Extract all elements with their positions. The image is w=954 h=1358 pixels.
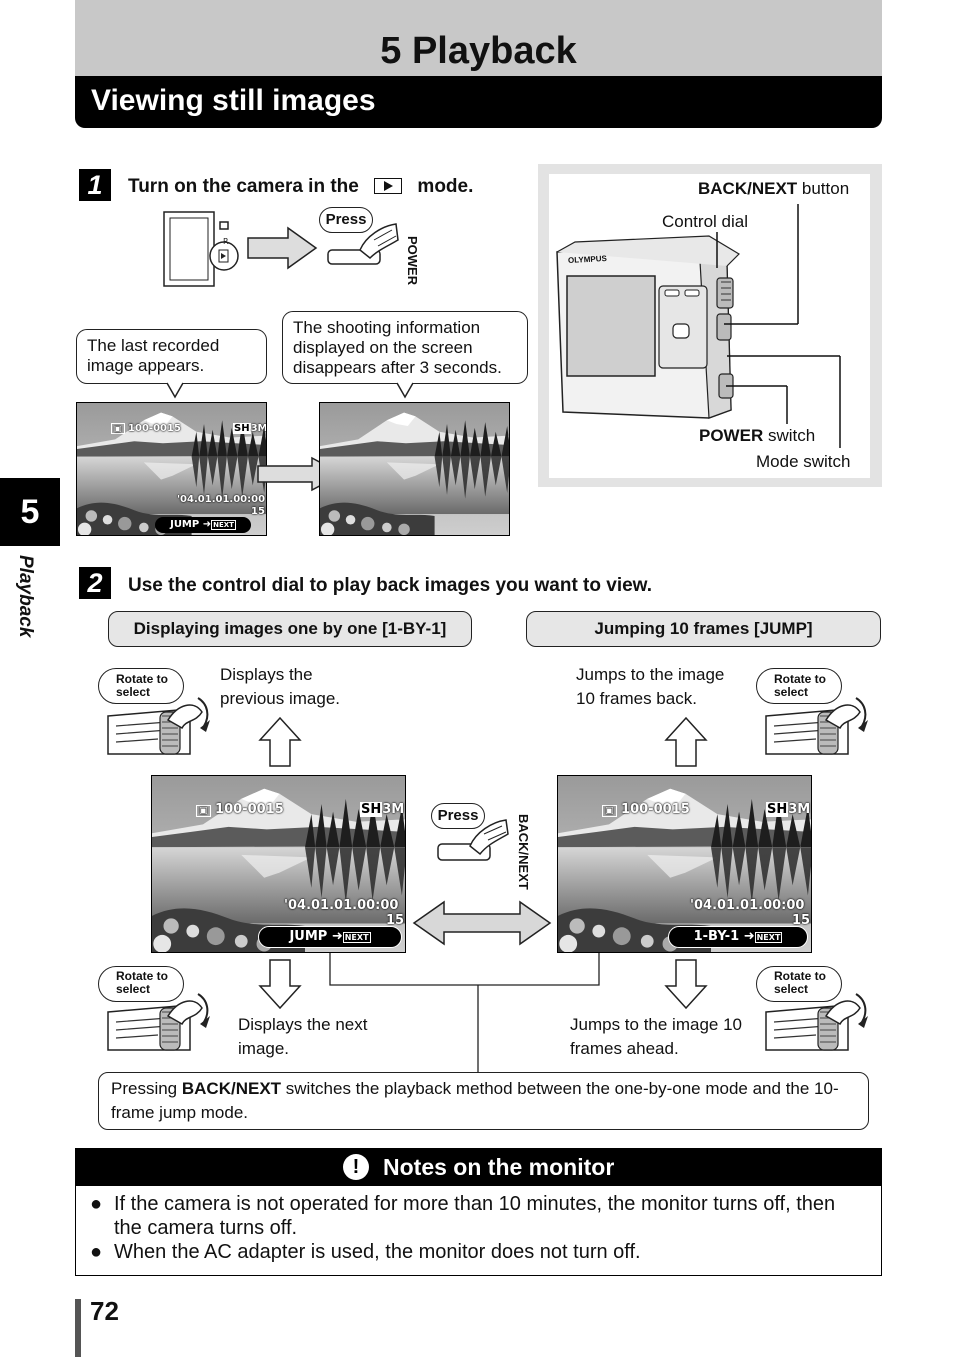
photo-without-info xyxy=(319,402,510,536)
callout-pointer xyxy=(166,382,184,399)
rotate-bubble xyxy=(756,966,842,1002)
osd-datetime: '04.01.01.00:00 xyxy=(177,494,266,505)
chapter-title: 5 Playback xyxy=(380,30,577,72)
desc-10-frames-ahead: Jumps to the image 10 frames ahead. xyxy=(570,1015,742,1058)
arrow-up-icon xyxy=(664,716,708,767)
desc-previous-image: Displays the previous image. xyxy=(220,665,341,708)
callout-pointer xyxy=(396,382,414,399)
osd-datetime: '04.01.01.00:00 xyxy=(690,898,805,913)
step-1-text-before: Turn on the camera in the xyxy=(128,176,359,197)
step-1-instruction: Turn on the camera in the mode. xyxy=(128,176,473,198)
notes-body xyxy=(75,1186,882,1276)
chapter-tab-label: Playback xyxy=(15,555,36,638)
bullet-icon: ● xyxy=(90,1193,103,1215)
press-label: Press xyxy=(431,803,485,829)
section-title: Viewing still images xyxy=(91,84,376,117)
back-next-press-illustration xyxy=(437,819,509,861)
notes-header xyxy=(75,1148,882,1186)
rotate-bubble xyxy=(98,668,184,704)
osd-size: 3M xyxy=(250,423,267,434)
osd-file-number: 100-0015 xyxy=(215,802,284,817)
osd-file-number: 100-0015 xyxy=(621,802,690,817)
osd-quality: SH xyxy=(360,802,383,817)
osd-frame-count: 15 xyxy=(386,913,405,928)
osd-size: 3M xyxy=(382,802,405,817)
osd-quality: SH xyxy=(233,423,251,434)
back-next-button-label: BACK/NEXT xyxy=(516,814,531,890)
osd-jump-label: JUMP xyxy=(289,929,328,944)
mode-jump-header: Jumping 10 frames [JUMP] xyxy=(526,611,881,647)
camera-illustration xyxy=(556,204,841,448)
playback-icon xyxy=(374,178,403,194)
control-dial-label: Control dial xyxy=(662,212,748,231)
osd-mode-label: 1-BY-1 xyxy=(693,929,740,944)
osd-next-label: NEXT xyxy=(342,932,371,943)
chapter-header-band xyxy=(75,0,882,76)
page-number-bar xyxy=(75,1299,81,1357)
back-next-note: Pressing BACK/NEXT switches the playback… xyxy=(98,1072,869,1130)
page-number: 72 xyxy=(90,1296,119,1326)
osd-next-label: NEXT xyxy=(211,520,236,530)
back-next-button-label: BACK/NEXT button xyxy=(698,179,850,198)
bullet-icon: ● xyxy=(90,1241,103,1263)
rotate-to-select-label: Rotate to select xyxy=(116,672,168,699)
osd-file-number: 100-0015 xyxy=(128,423,181,434)
screen-one-by-one-mode: ▣ 100-0015 SH3M '04.01.01.00:00 15 1-BY-… xyxy=(557,775,812,953)
arrow-down-icon xyxy=(664,959,708,1010)
power-on-illustration: R xyxy=(163,211,399,287)
connector-lines xyxy=(329,952,600,1072)
rotate-bubble xyxy=(98,966,184,1002)
press-label: Press xyxy=(319,207,373,233)
note-item: When the AC adapter is used, the monitor… xyxy=(114,1241,641,1263)
osd-frame-count: 15 xyxy=(251,506,265,517)
step-2-number: 2 xyxy=(79,567,111,599)
power-switch-label: POWER switch xyxy=(699,426,816,445)
osd-frame-count: 15 xyxy=(792,913,811,928)
osd-datetime: '04.01.01.00:00 xyxy=(284,898,399,913)
desc-10-frames-back: Jumps to the image 10 frames back. xyxy=(576,665,725,708)
callout-shooting-info: The shooting information displayed on th… xyxy=(282,311,528,384)
rotate-to-select-label: Rotate to select xyxy=(774,969,826,996)
desc-next-image: Displays the next image. xyxy=(238,1015,368,1058)
step-1-number: 1 xyxy=(79,169,111,201)
photo-with-info: ▣ 100-0015 SH3M '04.01.01.00:00 15 JUMP … xyxy=(76,402,267,536)
double-arrow-icon xyxy=(412,900,552,946)
osd-size: 3M xyxy=(788,802,811,817)
callout-last-recorded: The last recorded image appears. xyxy=(76,329,267,384)
mode-switch-label: Mode switch xyxy=(756,452,851,471)
rotate-to-select-label: Rotate to select xyxy=(774,672,826,699)
osd-next-label: NEXT xyxy=(754,932,783,943)
notes-title: Notes on the monitor xyxy=(383,1154,615,1180)
arrow-down-icon xyxy=(258,959,302,1010)
chapter-tab: 5 xyxy=(0,478,60,546)
osd-jump-label: JUMP xyxy=(170,519,200,530)
section-header-bar xyxy=(75,76,882,128)
arrow-up-icon xyxy=(258,716,302,767)
note-item: If the camera is not operated for more t… xyxy=(114,1193,836,1239)
warning-icon: ! xyxy=(343,1154,369,1180)
step-2-instruction: Use the control dial to play back images… xyxy=(128,575,653,596)
rotate-to-select-label: Rotate to select xyxy=(116,969,168,996)
step-1-text-after: mode. xyxy=(417,176,474,197)
rotate-bubble xyxy=(756,668,842,704)
screen-jump-mode: ▣ 100-0015 SH3M '04.01.01.00:00 15 JUMP … xyxy=(151,775,406,953)
mode-one-by-one-header: Displaying images one by one [1-BY-1] xyxy=(108,611,472,647)
osd-quality: SH xyxy=(766,802,789,817)
power-button-label: POWER xyxy=(405,236,420,286)
svg-text:R: R xyxy=(223,237,229,246)
